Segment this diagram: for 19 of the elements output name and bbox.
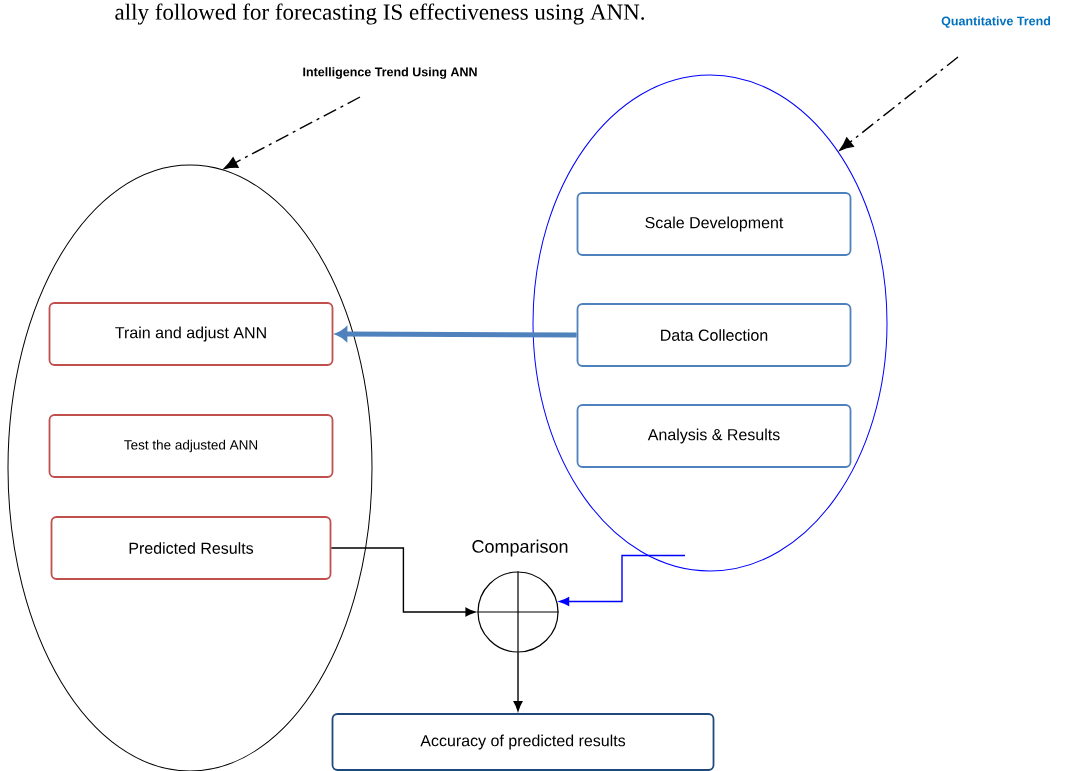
leader-arrow (839, 56, 959, 151)
heading-text: Intelligence Trend Using ANN (303, 67, 477, 79)
arrow (513, 651, 523, 712)
process-box: Train and adjust ANN (48, 302, 334, 366)
heading-text: Quantitative Trend (941, 16, 1051, 28)
process-box: Scale Development (576, 192, 852, 256)
arrow (559, 554, 686, 606)
process-box: Predicted Results (50, 516, 332, 580)
summing-junction: Comparison (472, 539, 568, 654)
group-ellipse (7, 164, 373, 771)
leader-arrow (223, 96, 361, 170)
process-box: Analysis & Results (576, 404, 852, 468)
process-box: Data Collection (576, 303, 852, 367)
arrow (335, 327, 577, 342)
arrow (330, 547, 476, 617)
process-box: Test the adjusted ANN (48, 414, 334, 478)
process-box: Accuracy of predicted results (331, 713, 715, 771)
intro-sentence: ally followed for forecasting IS effectiveness using ANN. (115, 3, 644, 25)
node-label: Comparison (472, 539, 568, 557)
